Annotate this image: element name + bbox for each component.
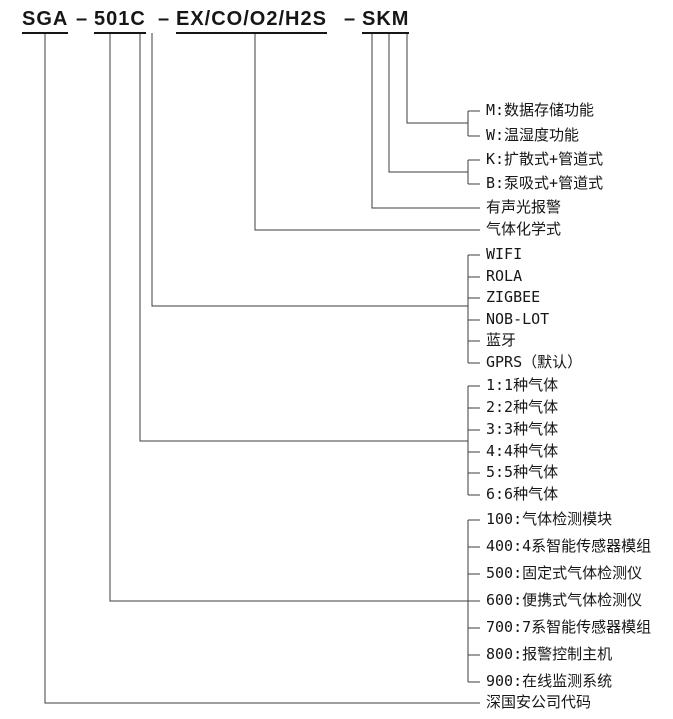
model-segment-options: SKM: [362, 8, 410, 34]
connector-communication: [151, 33, 468, 307]
label-series-600: 600:便携式气体检测仪: [486, 591, 643, 609]
bracket-series-group: [467, 519, 480, 683]
label-comm-gprs: GPRS（默认）: [486, 353, 583, 371]
model-segment-gases: EX/CO/O2/H2S: [176, 8, 327, 34]
label-alarm: 有声光报警: [486, 198, 562, 216]
label-gas-count-4: 4:4种气体: [486, 442, 559, 460]
bracket-gas-count-group: [467, 385, 480, 496]
model-segment-series: 501C: [94, 8, 146, 34]
label-option-k: K:扩散式+管道式: [486, 150, 604, 168]
label-series-500: 500:固定式气体检测仪: [486, 564, 643, 582]
connector-company-code: [44, 33, 480, 704]
connector-series: [109, 33, 468, 602]
label-series-900: 900:在线监测系统: [486, 672, 613, 690]
connector-gas-formula: [254, 33, 480, 231]
connector-storage: [406, 33, 468, 124]
label-comm-zigbee: ZIGBEE: [486, 288, 541, 306]
connector-gas-count: [139, 33, 468, 442]
bracket-sampling-group: [467, 159, 480, 185]
label-gas-count-3: 3:3种气体: [486, 420, 559, 438]
model-dash-1: –: [76, 8, 89, 30]
label-series-100: 100:气体检测模块: [486, 510, 613, 528]
label-comm-bluetooth: 蓝牙: [486, 331, 517, 349]
label-gas-count-1: 1:1种气体: [486, 376, 559, 394]
model-segment-company: SGA: [22, 8, 69, 34]
bracket-storage-group: [467, 110, 480, 137]
label-gas-count-6: 6:6种气体: [486, 485, 559, 503]
label-option-b: B:泵吸式+管道式: [486, 174, 604, 192]
label-series-800: 800:报警控制主机: [486, 645, 613, 663]
label-comm-rola: ROLA: [486, 267, 523, 285]
label-company-code: 深国安公司代码: [486, 693, 592, 711]
label-option-w: W:温湿度功能: [486, 126, 580, 144]
label-comm-wifi: WIFI: [486, 245, 523, 263]
bracket-communication-group: [467, 254, 480, 364]
label-gas-count-5: 5:5种气体: [486, 463, 559, 481]
label-series-400: 400:4系智能传感器模组: [486, 537, 652, 555]
model-dash-2: –: [158, 8, 171, 30]
label-gas-formula: 气体化学式: [486, 220, 562, 238]
label-gas-count-2: 2:2种气体: [486, 398, 559, 416]
model-dash-3: –: [344, 8, 357, 30]
label-comm-nob-lot: NOB-LOT: [486, 310, 550, 328]
connector-sampling: [388, 33, 468, 173]
label-option-m: M:数据存储功能: [486, 101, 595, 119]
connector-alarm: [371, 33, 480, 209]
label-series-700: 700:7系智能传感器模组: [486, 618, 652, 636]
